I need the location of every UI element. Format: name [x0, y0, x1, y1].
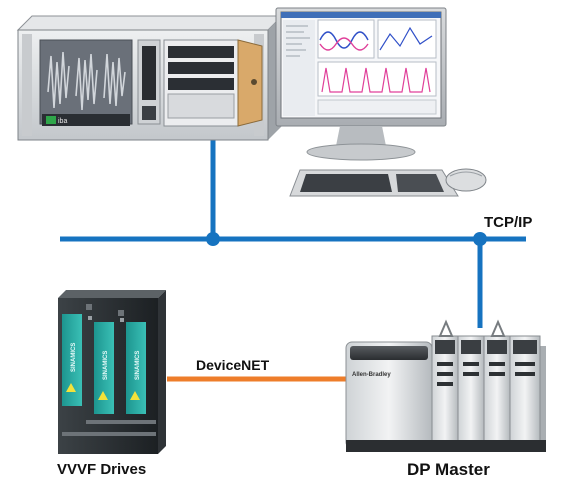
mouse — [445, 168, 487, 192]
drive-brand-text: SINAMICS — [135, 351, 141, 380]
plc-chassis: Allen-Bradley — [345, 319, 546, 452]
vvvf-drives: SINAMICS SINAMICS SINAMICS — [58, 290, 166, 454]
drive-brand-text: SINAMICS — [71, 343, 77, 372]
drive-module: SINAMICS — [62, 314, 82, 406]
warning-icon — [98, 391, 108, 400]
vvvf-drives-label: VVVF Drives — [57, 461, 147, 478]
devicenet-label: DeviceNET — [196, 357, 270, 373]
keyboard — [289, 169, 459, 197]
drive-module: SINAMICS — [126, 322, 146, 414]
plc-brand-text: Allen-Bradley — [352, 372, 391, 378]
drive-module: SINAMICS — [94, 322, 114, 414]
rack-logo-icon — [46, 116, 56, 124]
tcp-ip-label: TCP/IP — [484, 214, 533, 231]
junction-node — [473, 232, 487, 246]
dp-master-label: DP Master — [407, 460, 490, 479]
drive-brand-text: SINAMICS — [103, 351, 109, 380]
rack-server: iba — [16, 15, 284, 141]
junction-node — [206, 232, 220, 246]
warning-icon — [130, 391, 140, 400]
workstation-monitor — [275, 7, 447, 161]
warning-icon — [66, 383, 76, 392]
rack-brand-text: iba — [58, 118, 67, 125]
tcp-ip-network — [60, 130, 526, 328]
